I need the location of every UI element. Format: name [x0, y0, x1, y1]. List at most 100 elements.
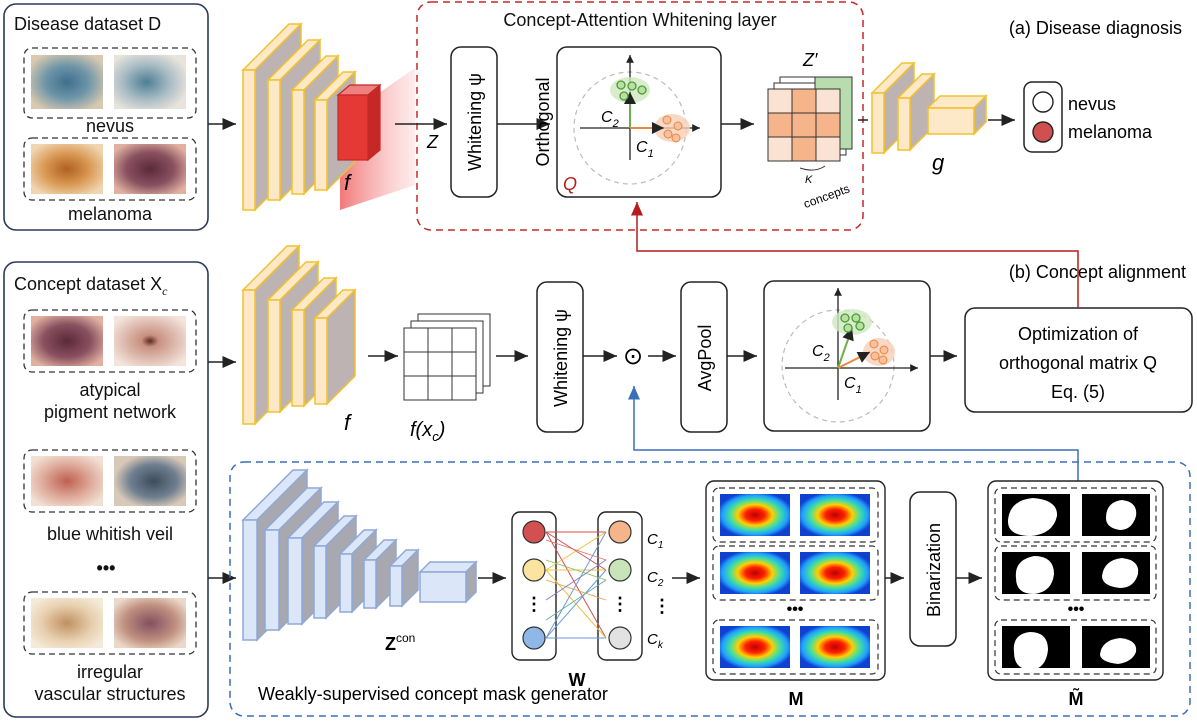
classifier-g: g [870, 61, 988, 175]
heatmap-left-2 [720, 552, 790, 594]
binarization-box [909, 491, 957, 647]
w-connection [545, 579, 607, 621]
optimization-line-1: Optimization of [1018, 324, 1139, 344]
svg-text:C2: C2 [647, 569, 664, 589]
legend-nevus: nevus [1068, 94, 1116, 114]
f-label-top: f [344, 170, 353, 195]
g-label: g [932, 150, 945, 175]
concept-label-blue-whitish-veil: blue whitish veil [47, 524, 173, 544]
z-prime-label: Z′ [802, 50, 818, 70]
concept-image-veil-2 [114, 456, 186, 506]
g-layer-3 [926, 94, 988, 136]
odot-operator: ⊙ [623, 343, 643, 370]
concept-image-veil-1 [31, 456, 103, 506]
orthogonal-label: Orthogonal [533, 77, 553, 166]
z-label: Z [426, 132, 439, 152]
w-c1-sub: 1 [658, 540, 664, 551]
mask-left-blob-1 [1007, 498, 1058, 536]
w-connection [545, 539, 607, 561]
feature-map-cell [451, 375, 477, 401]
disease-dataset-panel: Disease dataset D nevus melanoma [3, 3, 209, 231]
c2-sub-mid: 2 [823, 352, 830, 364]
w-label: W [569, 670, 586, 690]
z-prime-cell [815, 112, 841, 138]
svg-text:f(xc): f(xc) [410, 419, 445, 444]
concept-image-atypical-2 [114, 316, 186, 366]
orthogonal-plot-box [556, 46, 722, 198]
w-connection [545, 569, 607, 639]
heatmap-right-2 [800, 552, 870, 594]
encoder-output-block [418, 560, 478, 604]
q-update-arrow [631, 202, 1079, 308]
whitening-box-top [450, 46, 498, 198]
c1-label-top: C [636, 139, 648, 156]
heatmap-right-3 [800, 626, 870, 668]
mask-right-blob-2 [1102, 558, 1139, 588]
feature-map-cell [427, 375, 453, 401]
concept-image-atypical-1 [31, 316, 103, 366]
w-connection [545, 559, 607, 581]
z-prime-cell [791, 112, 817, 138]
w-ck-sub: k [658, 640, 664, 651]
heatmap-left-1 [720, 494, 790, 536]
concept-label-pigment-network: pigment network [44, 402, 177, 422]
w-c2-sub: 2 [657, 578, 664, 589]
z-prime-cell [791, 88, 817, 114]
c1-sub-mid: 1 [856, 384, 862, 396]
nevus-image-1 [31, 55, 103, 109]
melanoma-label: melanoma [68, 204, 153, 224]
alignment-plot: C2 C1 [763, 280, 931, 432]
avgpool-box [680, 281, 728, 433]
concept-encoder: Zcon [241, 468, 478, 654]
binarization-label: Binarization [924, 523, 944, 617]
c1-sub-top: 1 [648, 148, 654, 160]
c2-sub-top: 2 [612, 118, 619, 130]
mtilde-ellipsis: ••• [1068, 601, 1085, 618]
concept-dataset-panel: Concept dataset Xc atypical pigment netw… [3, 261, 209, 718]
mask-generator-panel: Weakly-supervised concept mask generator [229, 461, 1191, 717]
concept-label-vascular-structures: vascular structures [34, 684, 185, 704]
encoder-layer-6 [362, 538, 398, 610]
concept-ellipsis: ••• [97, 558, 116, 578]
concept-dataset-title-sub: c [162, 284, 168, 298]
melanoma-image-2 [114, 144, 186, 194]
z-prime-cell [767, 112, 793, 138]
concept-image-vascular-2 [114, 598, 186, 648]
fxc-label: f(x [410, 419, 433, 441]
optimization-line-2: orthogonal matrix Q [999, 353, 1157, 373]
feature-extractor-mid: f [241, 244, 357, 435]
c1-label-mid: C [844, 375, 856, 392]
c2-label-mid: C [812, 343, 824, 360]
w-left-dots: ⋮ [525, 594, 543, 614]
fxc-close: ) [437, 419, 446, 441]
f-label-mid: f [344, 410, 353, 435]
feature-extractor-top: f [241, 22, 415, 212]
c2-label-top: C [601, 109, 613, 126]
disease-dataset-title: Disease dataset D [14, 14, 161, 34]
feature-map-cell [427, 351, 453, 377]
svg-text:C2: C2 [812, 343, 830, 364]
nevus-label: nevus [86, 116, 134, 136]
svg-text:C1: C1 [844, 375, 862, 396]
k-label: K [805, 174, 813, 186]
q-label: Q [563, 174, 577, 194]
z-prime-cell [767, 88, 793, 114]
z-prime-grid: Z′ K concepts [767, 50, 853, 211]
feature-map-cell [403, 375, 429, 401]
conv-layer-mid-4 [313, 288, 357, 406]
w-right-dots: ⋮ [611, 594, 629, 614]
feature-map-cell [403, 327, 429, 353]
mtilde-label: M̃ [1069, 687, 1084, 709]
fxc-sub: c [432, 429, 439, 444]
feature-map-grid: f(xc) [403, 313, 491, 444]
mask-right-blob-3 [1100, 638, 1137, 664]
melanoma-image-1 [31, 144, 103, 194]
section-title-b: (b) Concept alignment [1009, 262, 1186, 282]
m-label: M [789, 689, 804, 709]
section-title-a: (a) Disease diagnosis [1009, 18, 1182, 38]
concept-label-atypical: atypical [79, 380, 140, 400]
feature-map-cell [403, 351, 429, 377]
svg-text:Disease dataset D: Disease dataset D [14, 14, 161, 34]
whitening-box-mid [536, 281, 584, 433]
